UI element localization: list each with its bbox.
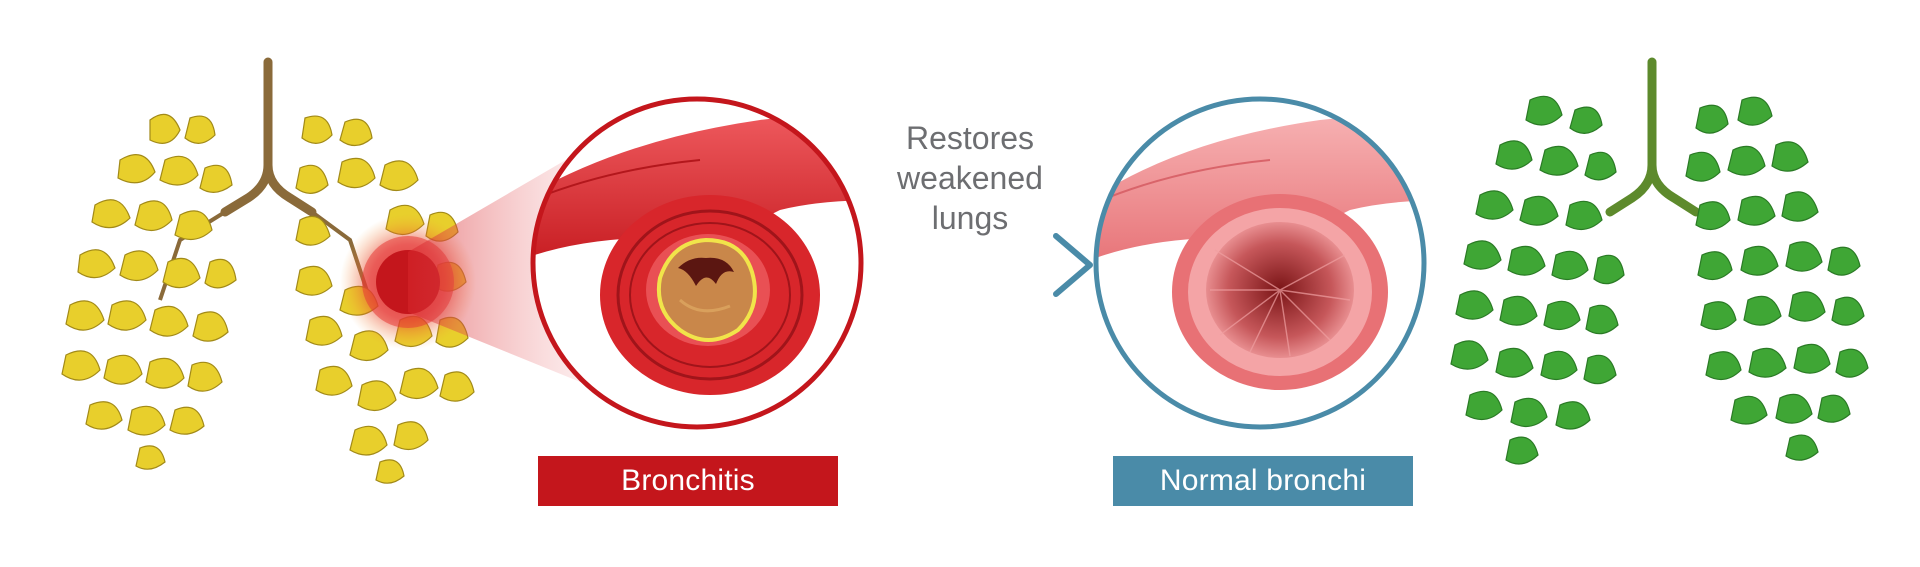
caption: Restores weakened lungs (840, 118, 1100, 238)
normal-bronchi-cross-section (1093, 96, 1427, 430)
normal-bronchi-label: Normal bronchi (1113, 456, 1413, 506)
normal-bronchi-label-text: Normal bronchi (1159, 464, 1367, 497)
bronchitis-cross-section (530, 96, 864, 430)
healthy-lungs-icon (1450, 57, 1869, 465)
bronchitis-label: Bronchitis (538, 456, 838, 506)
bronchitis-label-text: Bronchitis (621, 464, 755, 497)
arrow-right-icon (861, 233, 1093, 297)
caption-line-3: lungs (931, 200, 1009, 236)
caption-line-2: weakened (897, 160, 1043, 196)
caption-line-1: Restores (905, 120, 1035, 156)
